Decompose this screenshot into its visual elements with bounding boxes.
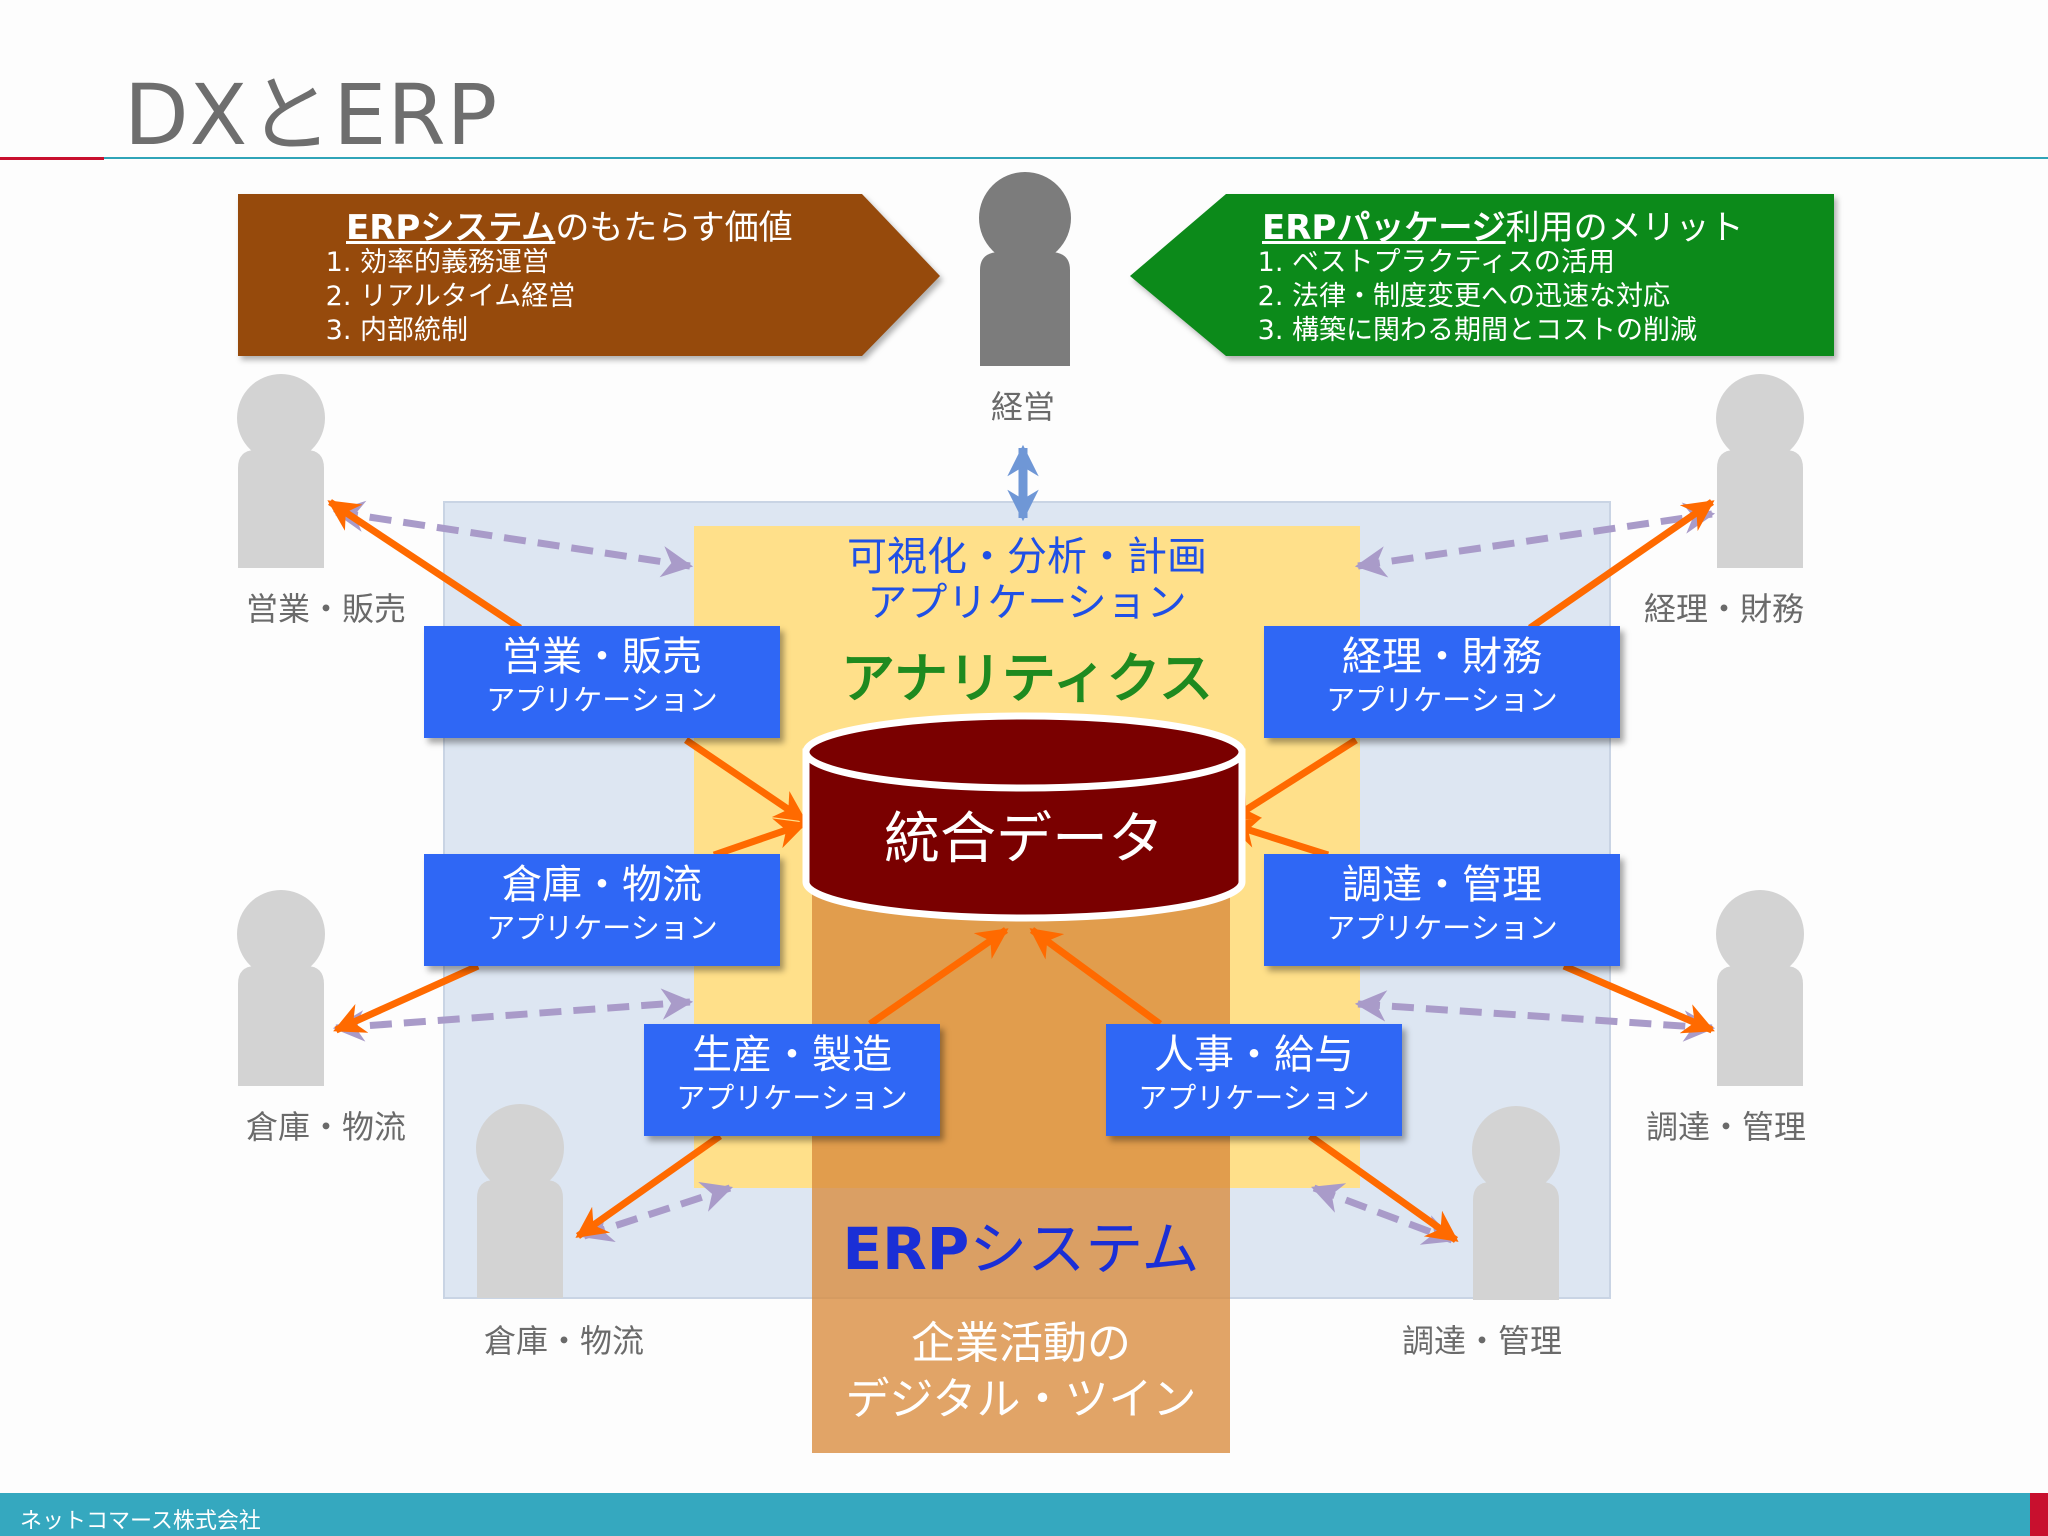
person-label-warehouse-bottom: 倉庫・物流: [483, 1322, 645, 1360]
production-person-arrow: [575, 1133, 723, 1239]
erp-label-rest: システム: [969, 1215, 1200, 1283]
app-sales: 営業・販売 アプリケーション: [424, 626, 780, 738]
app-sales-subtitle: アプリケーション: [486, 683, 718, 717]
footer-company: ネットコマース株式会社: [20, 1509, 261, 1534]
sales-data-arrow: [684, 737, 807, 823]
app-procurement-title: 調達・管理: [1342, 862, 1542, 908]
person-sales-icon: [237, 374, 325, 568]
footer-accent: [2030, 1493, 2048, 1536]
app-production: 生産・製造 アプリケーション: [644, 1024, 940, 1136]
value-item: 内部統制: [360, 314, 575, 348]
app-accounting-subtitle: アプリケーション: [1326, 683, 1558, 717]
value-callout: ERPシステムのもたらす価値: [346, 200, 793, 249]
person-label-warehouse-left: 倉庫・物流: [245, 1108, 407, 1146]
warehouse-person-arrow: [333, 962, 480, 1034]
person-label-procurement-right: 調達・管理: [1645, 1108, 1807, 1146]
analytics-warehouse-bottom-arrow: [581, 1181, 733, 1243]
app-procurement: 調達・管理 アプリケーション: [1264, 854, 1620, 966]
analytics-subtitle: 可視化・分析・計画 アプリケーション: [694, 534, 1360, 626]
integrated-data-label: 統合データ: [884, 807, 1164, 872]
app-warehouse-subtitle: アプリケーション: [486, 911, 718, 945]
value-callout-title-rest: のもたらす価値: [555, 208, 793, 248]
analytics-line1: 可視化・分析・計画: [847, 534, 1207, 580]
analytics-title: アナリティクス: [840, 647, 1214, 710]
person-procurement-bottom-icon: [1472, 1106, 1560, 1300]
person-label-sales: 営業・販売: [245, 590, 407, 628]
warehouse-data-arrow: [712, 818, 807, 859]
value-item: 効率的義務運営: [360, 246, 575, 280]
erp-label-bold: ERP: [842, 1215, 970, 1283]
app-hr: 人事・給与 アプリケーション: [1106, 1024, 1402, 1136]
slide-title: DXとERP: [124, 66, 499, 164]
person-label-procurement-bottom: 調達・管理: [1401, 1322, 1563, 1360]
app-warehouse: 倉庫・物流 アプリケーション: [424, 854, 780, 966]
value-callout-list-wrap: 効率的義務運営 リアルタイム経営 内部統制: [280, 242, 575, 348]
value-callout-list: 効率的義務運営 リアルタイム経営 内部統制: [280, 246, 575, 348]
person-warehouse-left-icon: [237, 890, 325, 1086]
person-procurement-right-icon: [1716, 890, 1804, 1086]
footer-bar: [0, 1493, 2030, 1536]
merit-callout: ERPパッケージ利用のメリット: [1262, 200, 1744, 249]
hr-data-arrow: [1029, 927, 1163, 1027]
analytics-procurement-arrow: [1354, 990, 1716, 1042]
merit-callout-title-bold: ERPパッケージ: [1262, 208, 1506, 248]
integrated-data-cylinder: [802, 712, 1246, 922]
title-rule: [104, 157, 2048, 159]
merit-callout-list: ベストプラクティスの活用 法律・制度変更への迅速な対応 構築に関わる期間とコスト…: [1212, 246, 1697, 348]
app-accounting: 経理・財務 アプリケーション: [1264, 626, 1620, 738]
merit-callout-title-rest: 利用のメリット: [1505, 208, 1744, 248]
person-accounting-icon: [1716, 374, 1804, 568]
app-hr-subtitle: アプリケーション: [1138, 1081, 1370, 1115]
merit-item: ベストプラクティスの活用: [1292, 246, 1697, 280]
app-production-subtitle: アプリケーション: [676, 1081, 908, 1115]
management-label: 経営: [990, 388, 1056, 426]
digital-twin-line2: デジタル・ツイン: [845, 1374, 1197, 1425]
person-label-accounting: 経理・財務: [1643, 590, 1805, 628]
analytics-line2: アプリケーション: [867, 580, 1187, 626]
erp-system-label: ERPシステム: [812, 1202, 1230, 1286]
app-hr-title: 人事・給与: [1154, 1032, 1354, 1078]
title-rule-accent: [0, 157, 104, 160]
hr-person-arrow: [1307, 1133, 1459, 1243]
app-warehouse-title: 倉庫・物流: [502, 862, 702, 908]
app-sales-title: 営業・販売: [502, 634, 702, 680]
merit-callout-list-wrap: ベストプラクティスの活用 法律・制度変更への迅速な対応 構築に関わる期間とコスト…: [1212, 242, 1697, 348]
person-management-icon: [979, 172, 1071, 366]
digital-twin-line1: 企業活動の: [911, 1318, 1131, 1369]
app-production-title: 生産・製造: [692, 1032, 892, 1078]
erp-system-column: [812, 855, 1230, 1453]
app-accounting-title: 経理・財務: [1342, 634, 1542, 680]
digital-twin-label: 企業活動の デジタル・ツイン: [812, 1316, 1230, 1428]
production-data-arrow: [868, 927, 1009, 1027]
value-callout-title-bold: ERPシステム: [346, 208, 556, 248]
value-item: リアルタイム経営: [360, 280, 575, 314]
analytics-accounting-arrow: [1354, 502, 1716, 578]
value-callout-shape: [238, 194, 940, 356]
accounting-data-arrow: [1227, 737, 1358, 823]
analytics-sales-arrow: [332, 500, 694, 578]
app-procurement-subtitle: アプリケーション: [1326, 911, 1558, 945]
merit-callout-shape: [1130, 194, 1834, 356]
accounting-person-arrow: [1528, 499, 1715, 631]
analytics-warehouse-arrow: [332, 988, 694, 1042]
procurement-person-arrow: [1562, 962, 1715, 1034]
sales-person-arrow: [327, 499, 522, 631]
merit-item: 法律・制度変更への迅速な対応: [1292, 280, 1697, 314]
procurement-data-arrow: [1226, 817, 1330, 859]
person-warehouse-bottom-icon: [476, 1104, 564, 1298]
merit-item: 構築に関わる期間とコストの削減: [1292, 314, 1697, 348]
